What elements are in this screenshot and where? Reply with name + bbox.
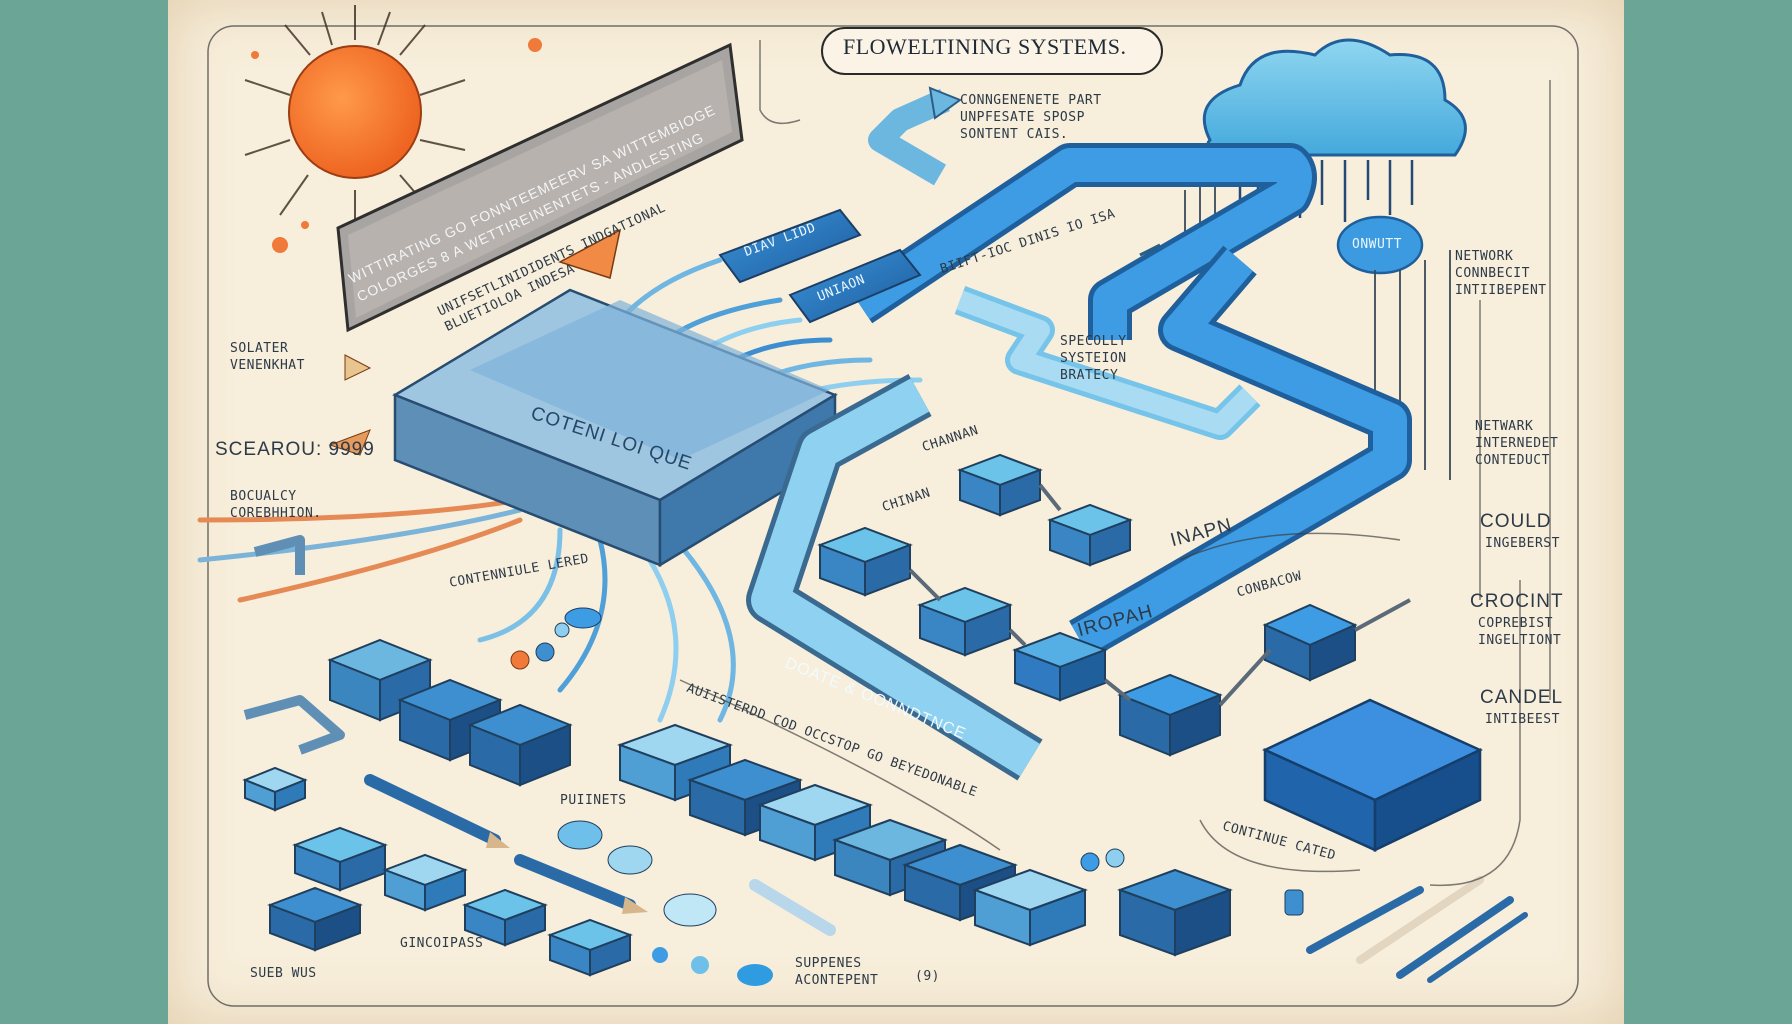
crocint-label: CROCINT (1470, 591, 1564, 612)
stack-block-o (547, 918, 633, 977)
stack-block-p (242, 766, 308, 812)
chain-block-2 (1047, 503, 1133, 567)
stack-block-i (972, 868, 1088, 947)
connector-lines (679, 40, 1551, 887)
chain-block-7 (1262, 603, 1358, 682)
chain-block-5 (1012, 631, 1108, 702)
chain-block-6 (1117, 673, 1223, 757)
scearou-label: SCEAROU: 9999 (215, 439, 375, 460)
candel-sub-label: INTIBEEST (1485, 712, 1560, 727)
candel-label: CANDEL (1480, 687, 1564, 708)
chain-links (908, 483, 1411, 707)
sun-icon (244, 5, 542, 253)
small-arrows (328, 354, 372, 456)
block-stack-left (242, 638, 1233, 977)
stack-block-k (292, 826, 388, 892)
bocualcy-label: BOCUALCY COREBHHION. (230, 489, 322, 521)
stack-block-l (382, 853, 468, 912)
suppenes-label: SUPPENES ACONTEPENT (795, 956, 879, 988)
pencil-icon-2 (514, 854, 648, 914)
bracket-shapes (243, 535, 345, 755)
dots (510, 607, 1304, 986)
stack-block-c (467, 703, 573, 787)
top-right-note: CONNGENENETE PART UNPFESATE SPOSP SONTEN… (960, 93, 1102, 142)
could-label: COULD (1480, 511, 1552, 532)
solater-label: SOLATER VENENKHAT (230, 341, 305, 373)
stack-block-m (267, 886, 363, 952)
chain-block-4 (917, 586, 1013, 657)
pencil-set-icon (1306, 876, 1528, 983)
main-cube (392, 288, 838, 568)
chain-block-1 (957, 453, 1043, 517)
flow-channel (746, 373, 1043, 781)
banner-arrow (558, 228, 622, 279)
banner-box (336, 42, 744, 333)
pencil-icon-3 (749, 879, 836, 936)
stack-block-g (832, 818, 948, 897)
specolly-label: SPECOLLY SYSTEION BRATECY (1060, 334, 1127, 383)
strip-diav (718, 208, 862, 284)
sueb-wus-label: SUEB WUS (250, 966, 317, 981)
cloud-icon (1202, 38, 1467, 222)
title-bubble (821, 27, 1163, 75)
page-title: FLOWELTINING SYSTEMS. (843, 34, 1127, 59)
main-pipe (847, 143, 1412, 660)
stack-block-j (1117, 868, 1233, 957)
top-arrow-pipe (868, 86, 1161, 257)
cloud-badge-label: ONWUTT (1352, 237, 1402, 252)
stack-block-e (687, 758, 803, 837)
server-cabinet (1262, 698, 1483, 852)
page-mark: (9) (915, 969, 940, 984)
stack-block-d (617, 723, 733, 802)
network-label-1: NETWORK CONNBECIT INTIIBEPENT (1455, 249, 1547, 298)
network-label-2: NETWARK INTERNEDET CONTEDUCT (1475, 419, 1559, 468)
could-sub-label: INGEBERST (1485, 536, 1560, 551)
block-chain (817, 453, 1358, 757)
crocint-sub-label: COPREBIST INGELTIONT (1478, 616, 1562, 648)
cloud-badge (1336, 215, 1424, 275)
puiinets-label: PUIINETS (560, 793, 627, 808)
inner-frame (207, 25, 1579, 1007)
pencil-icon-1 (364, 774, 510, 848)
stack-block-n (462, 888, 548, 947)
strip-uniaon (788, 248, 922, 324)
chain-block-3 (817, 526, 913, 597)
gincoipass-label: GINCOIPASS (400, 936, 484, 951)
